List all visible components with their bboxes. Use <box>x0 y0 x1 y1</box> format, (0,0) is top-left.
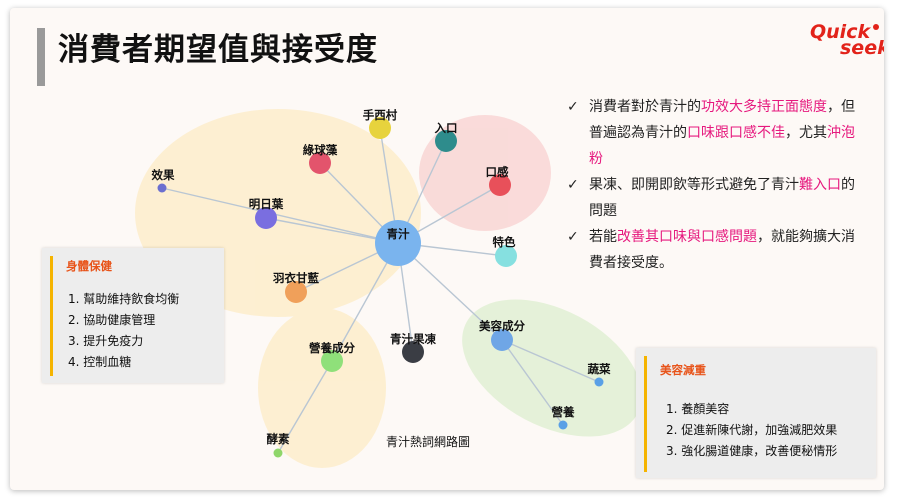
label-yingyangchengfen: 營養成分 <box>309 341 355 355</box>
quickseek-logo: Quick seek <box>810 21 884 58</box>
slide: 消費者期望值與接受度 Quick seek <box>10 8 884 490</box>
network-nodes <box>157 117 604 458</box>
node-meirong <box>491 329 513 351</box>
label-lvqiuzao: 綠球藻 <box>303 143 338 157</box>
health-box-list: 1. 幫助維持飲食均衡 2. 協助健康管理 3. 提升免疫力 4. 控制血糖 <box>68 290 179 374</box>
beauty-box-title: 美容減重 <box>660 363 706 377</box>
label-yuyiganlan: 羽衣甘藍 <box>273 271 319 285</box>
health-box-title: 身體保健 <box>66 259 112 273</box>
node-yingyang <box>558 420 568 430</box>
cluster-blob-nutrition <box>258 308 386 468</box>
key-findings: ✓ 消費者對於青汁的功效大多持正面態度，但普遍認為青汁的口味跟口感不佳，尤其沖泡… <box>567 94 867 276</box>
label-shucai: 蔬菜 <box>588 362 611 376</box>
finding-3: ✓ 若能改善其口味與口感問題，就能夠擴大消費者接受度。 <box>567 224 867 276</box>
list-item: 1. 幫助維持飲食均衡 <box>68 292 180 306</box>
node-yingyangchengfen <box>321 350 343 372</box>
node-rukou <box>435 130 457 152</box>
cluster-blob-beauty <box>462 299 642 437</box>
label-jiaosu: 酵素 <box>267 432 290 446</box>
list-item: 3. 提升免疫力 <box>68 334 144 348</box>
label-meirong: 美容成分 <box>479 319 525 333</box>
list-item: 3. 強化腸道健康，改善便秘情形 <box>666 444 838 458</box>
label-kougan: 口感 <box>486 165 509 179</box>
health-box-accent <box>50 256 53 376</box>
list-item: 2. 促進新陳代謝，加強減肥效果 <box>666 423 838 437</box>
label-mingriye: 明日葉 <box>249 197 284 211</box>
beauty-box-accent <box>644 356 647 472</box>
node-yuyiganlan <box>285 281 307 303</box>
check-icon: ✓ <box>567 229 579 245</box>
label-tese: 特色 <box>493 235 516 249</box>
node-tese <box>495 245 517 267</box>
list-item: 1. 養顏美容 <box>666 402 730 416</box>
node-shouxicun <box>369 117 391 139</box>
finding-1-text: 消費者對於青汁的功效大多持正面態度，但普遍認為青汁的口味跟口感不佳，尤其沖泡粉 <box>589 99 855 167</box>
node-qingzhiguodong <box>402 341 424 363</box>
logo-line1: Quick <box>810 21 871 43</box>
label-qingzhiguodong: 青汁果凍 <box>390 332 436 346</box>
node-kougan <box>489 174 511 196</box>
list-item: 4. 控制血糖 <box>68 355 132 369</box>
node-center-qingzhi <box>375 220 421 266</box>
node-shucai <box>594 377 604 387</box>
node-xiaoguo <box>157 183 167 193</box>
keyword-network: 手西村 入口 綠球藻 口感 效果 明日葉 特色 羽衣甘藍 美容成分 營養成分 青… <box>135 108 642 468</box>
label-center: 青汁 <box>387 227 410 241</box>
logo-line2: seek <box>840 37 884 58</box>
node-mingriye <box>255 207 277 229</box>
health-benefits-box: 身體保健 1. 幫助維持飲食均衡 2. 協助健康管理 3. 提升免疫力 4. 控… <box>42 248 224 383</box>
node-lvqiuzao <box>309 152 331 174</box>
label-yingyang: 營養 <box>552 405 575 419</box>
label-shouxicun: 手西村 <box>363 108 398 122</box>
title-accent-bar <box>37 28 45 86</box>
node-jiaosu <box>273 448 283 458</box>
network-caption: 青汁熱詞網路圖 <box>386 434 470 449</box>
check-icon: ✓ <box>567 177 579 193</box>
label-rukou: 入口 <box>435 121 458 135</box>
label-xiaoguo: 效果 <box>152 168 175 182</box>
finding-3-text: 若能改善其口味與口感問題，就能夠擴大消費者接受度。 <box>589 229 855 271</box>
beauty-benefits-box: 美容減重 1. 養顏美容 2. 促進新陳代謝，加強減肥效果 3. 強化腸道健康，… <box>636 348 876 478</box>
finding-2: ✓ 果凍、即開即飲等形式避免了青汁難入口的問題 <box>567 172 867 224</box>
check-icon: ✓ <box>567 99 579 115</box>
page-title: 消費者期望值與接受度 <box>58 32 378 68</box>
list-item: 2. 協助健康管理 <box>68 313 156 327</box>
beauty-box-list: 1. 養顏美容 2. 促進新陳代謝，加強減肥效果 3. 強化腸道健康，改善便秘情… <box>666 400 837 463</box>
finding-2-text: 果凍、即開即飲等形式避免了青汁難入口的問題 <box>589 177 855 219</box>
finding-1: ✓ 消費者對於青汁的功效大多持正面態度，但普遍認為青汁的口味跟口感不佳，尤其沖泡… <box>567 94 867 172</box>
